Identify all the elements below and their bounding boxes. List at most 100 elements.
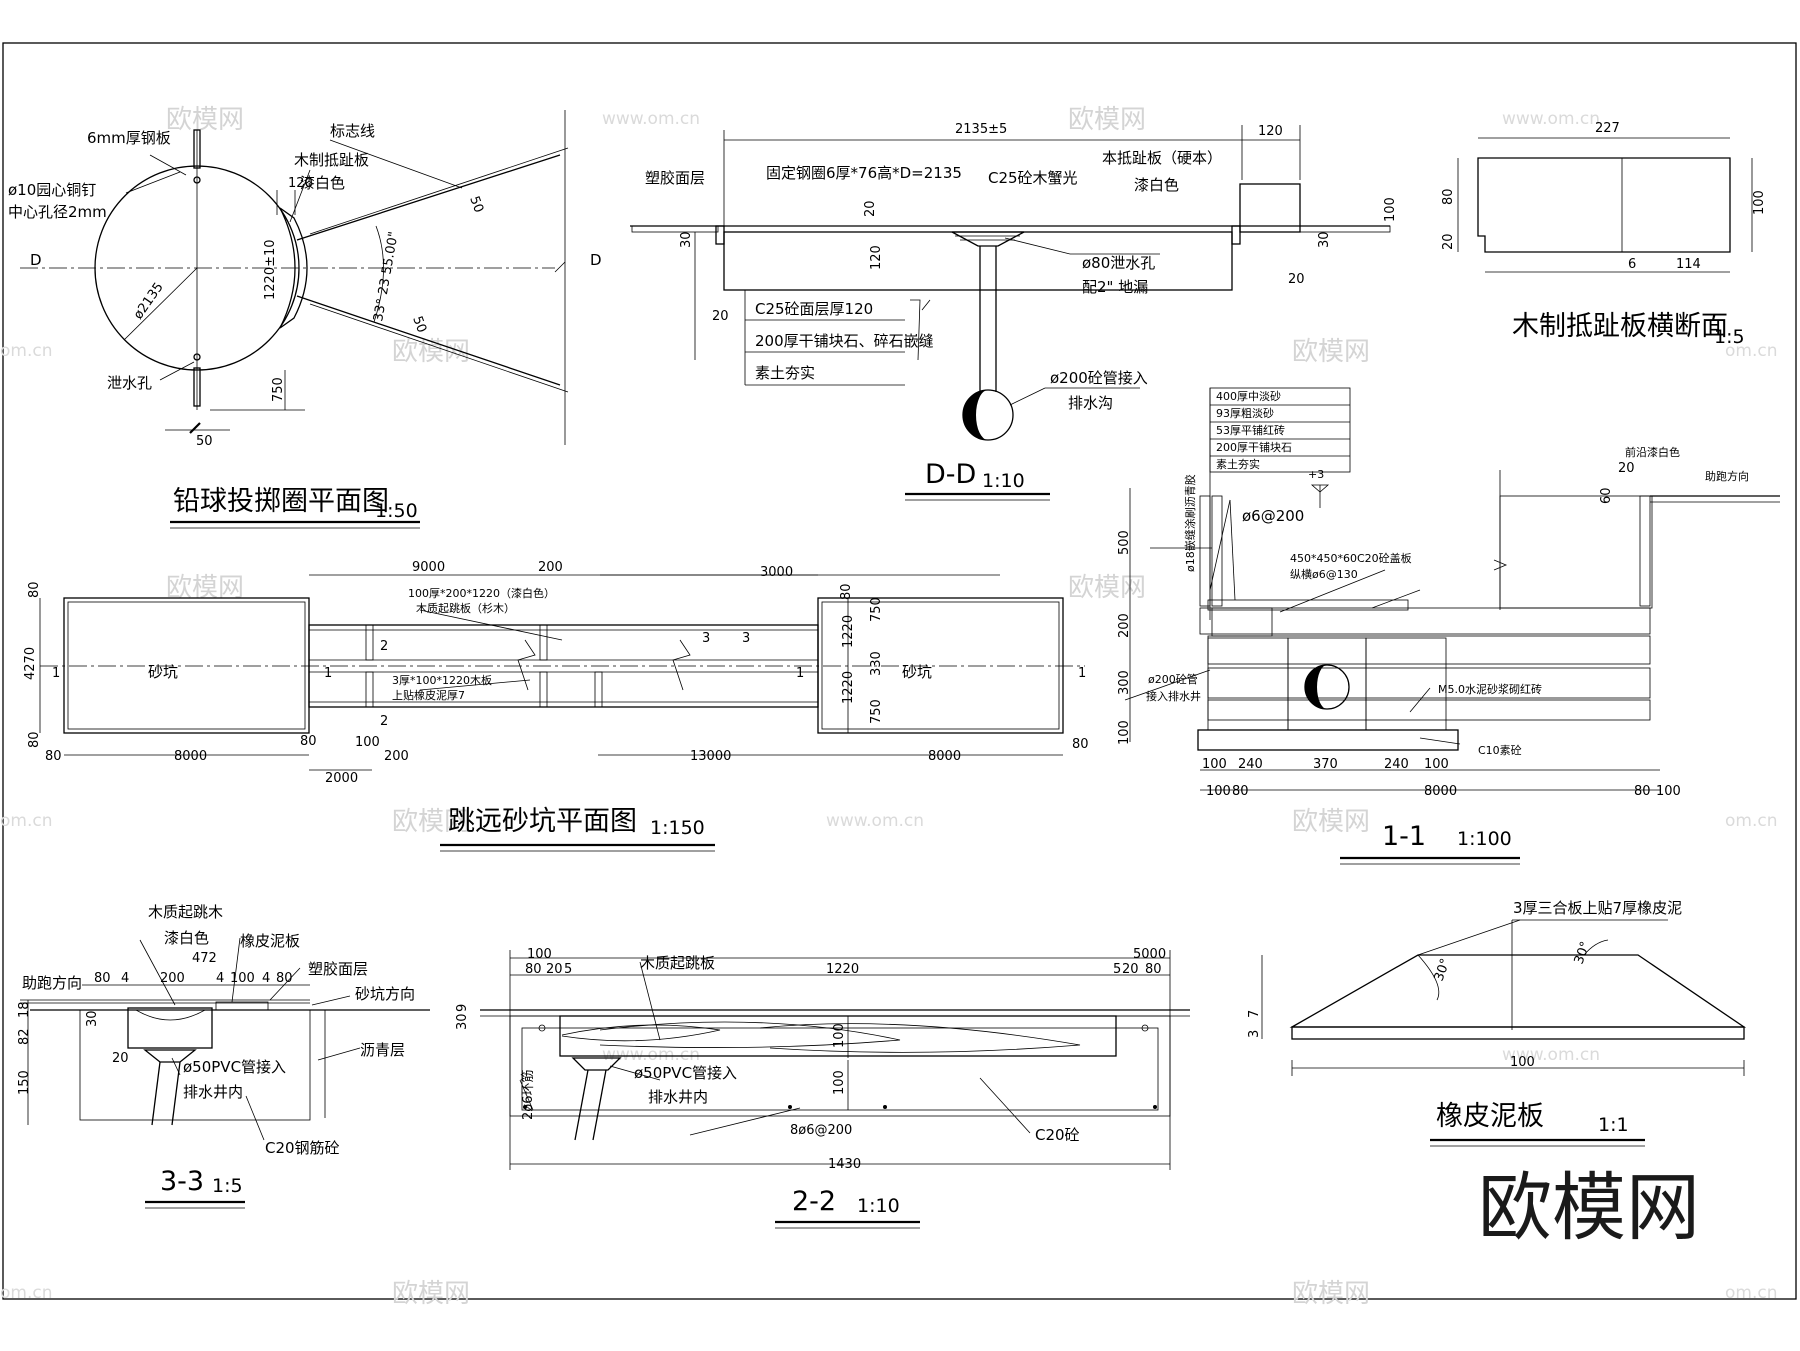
dim-80: 80: [94, 971, 111, 986]
title-long-jump: 跳远砂坑平面图: [448, 806, 637, 837]
scale-rubber-plate: 1:1: [1598, 1114, 1629, 1136]
dim-200: 200: [384, 749, 409, 764]
stone-layer: [1207, 667, 1651, 699]
section-marker-3: 3: [742, 631, 750, 646]
dim-30: 30: [455, 1013, 470, 1030]
rubber-surface: [631, 225, 719, 233]
label-pvc-pipe: ø50PVC管接入: [183, 1058, 286, 1076]
dim-227: 227: [1595, 121, 1620, 136]
steel-ring-right: [1231, 225, 1241, 245]
watermark-url: www.om.cn: [1502, 109, 1600, 129]
brand-logo: 欧模网: [1478, 1165, 1700, 1251]
scale-shot-put: 1:50: [375, 500, 418, 522]
dim-100: 100: [527, 947, 552, 962]
concrete-slab: [723, 231, 1233, 291]
marker-line-top: [309, 147, 569, 235]
title-toe-board: 木制抵趾板横断面: [1512, 311, 1728, 342]
label-c20: C20砼: [1035, 1126, 1080, 1144]
rubber-clay-plate: 3厚三合板上贴7厚橡皮泥 30° 30° 100 3 7 橡皮泥板 1:1: [1247, 899, 1747, 1147]
long-jump-plan: 砂坑 砂坑 100厚*200*1220（漆白色） 木质起跳板（杉木） 3厚*10…: [23, 560, 1089, 852]
section-1-1: 400厚中淡砂 93厚粗淡砂 53厚平铺红砖 200厚干铺块石 素土夯实: [1117, 387, 1780, 865]
dim-4: 4: [121, 971, 129, 986]
dim-100: 100: [832, 1023, 847, 1048]
dim-80: 80: [839, 583, 854, 600]
angle-arc: [373, 225, 384, 323]
dim-20: 20: [1288, 272, 1305, 287]
label-floor-drain: 配2" 地漏: [1082, 278, 1148, 296]
title-d-d: D-D: [925, 459, 976, 490]
note-plank: 3厚*100*1220木板: [392, 673, 492, 687]
drain-well: [1287, 637, 1367, 731]
label-paint: 漆白色: [1134, 176, 1179, 194]
watermark-url: om.cn: [1725, 1283, 1778, 1303]
slab-layer: [1199, 607, 1651, 635]
dim-20: 20: [712, 309, 729, 324]
dim-100: 100: [1752, 190, 1767, 215]
layer-red-brick: 53厚平铺红砖: [1216, 423, 1285, 437]
dim-1430: 1430: [828, 1157, 861, 1172]
section-2-2: 木质起跳板 ø50PVC管接入 排水井内 8ø6@200 2ø6环筋 C20砼 …: [455, 947, 1190, 1229]
dim-8000: 8000: [1424, 784, 1457, 799]
floor-drain: [951, 231, 1025, 247]
marker-line-bottom: [309, 303, 569, 393]
dim-1220: 1220: [826, 962, 859, 977]
label-slab-rebar: 纵横ø6@130: [1290, 567, 1358, 581]
dim-80: 80: [27, 581, 42, 598]
label-pit-direction: 砂坑方向: [355, 985, 415, 1003]
label-run-direction: 助跑方向: [22, 974, 82, 992]
dim-80: 80: [525, 962, 542, 977]
watermark-text: 欧模网: [1292, 807, 1370, 837]
scale-toe-board: 1:5: [1714, 326, 1745, 348]
label-takeoff-timber: 木质起跳木: [148, 903, 223, 921]
dim-50: 50: [409, 314, 429, 335]
pipe-section-fill: [963, 390, 988, 440]
dim-240: 240: [1238, 757, 1263, 772]
dim-30: 30: [1317, 231, 1332, 248]
section-marker-1: 1: [52, 666, 60, 681]
label-run-direction: 助跑方向: [1705, 469, 1749, 483]
dim-80: 80: [1441, 188, 1456, 205]
section-mark-d-left: D: [30, 251, 42, 269]
watermark-text: 欧模网: [392, 807, 470, 837]
label-rebar: 8ø6@200: [790, 1123, 852, 1138]
dim-114: 114: [1676, 257, 1701, 272]
title-3-3: 3-3: [160, 1166, 204, 1197]
label-sand-pit-right: 砂坑: [902, 663, 932, 681]
dim-100: 100: [1424, 757, 1449, 772]
rebar-cage: [521, 1027, 1159, 1111]
section-marker-2: 2: [380, 639, 388, 654]
sand-fill: [1499, 495, 1653, 609]
dim-18: 18: [17, 1001, 32, 1018]
plywood-base: [1291, 1026, 1745, 1040]
label-layer-concrete: C25砼面层厚120: [755, 300, 873, 318]
board-outline: [1477, 157, 1731, 253]
dim-5000: 5000: [1133, 947, 1166, 962]
dim-200: 200: [1117, 613, 1132, 638]
brick-layer: [1207, 635, 1651, 665]
dim-100: 100: [1202, 757, 1227, 772]
dim-100: 100: [1206, 784, 1231, 799]
label-drain-hole: 泄水孔: [107, 374, 152, 392]
label-pvc-pipe: ø50PVC管接入: [634, 1064, 737, 1082]
label-marker-line: 标志线: [330, 122, 375, 140]
dim-100: 100: [1510, 1055, 1535, 1070]
dim-3000: 3000: [760, 565, 793, 580]
dim-100: 100: [1383, 197, 1398, 222]
dim-120: 120: [1258, 124, 1283, 139]
steel-ring-left: [715, 225, 725, 245]
dim-2135: 2135±5: [955, 122, 1007, 137]
dim-200: 200: [160, 971, 185, 986]
dim-3: 3: [1247, 1030, 1262, 1038]
label-ring-rebar: 2ø6环筋: [520, 1070, 536, 1121]
label-cover-slab: 450*450*60C20砼盖板: [1290, 551, 1412, 565]
label-paint: 漆白色: [164, 929, 209, 947]
drain-hole-top: [193, 176, 201, 184]
label-hard-board: 本抵趾板（硬本）: [1102, 149, 1222, 167]
label-rubber-clay: 橡皮泥板: [240, 932, 300, 950]
layer-coarse-sand: 93厚粗淡砂: [1216, 407, 1274, 420]
dim-330: 330: [869, 651, 884, 676]
dim-80: 80: [1232, 784, 1249, 799]
dim-750: 750: [869, 597, 884, 622]
dim-500: 500: [1117, 530, 1132, 555]
